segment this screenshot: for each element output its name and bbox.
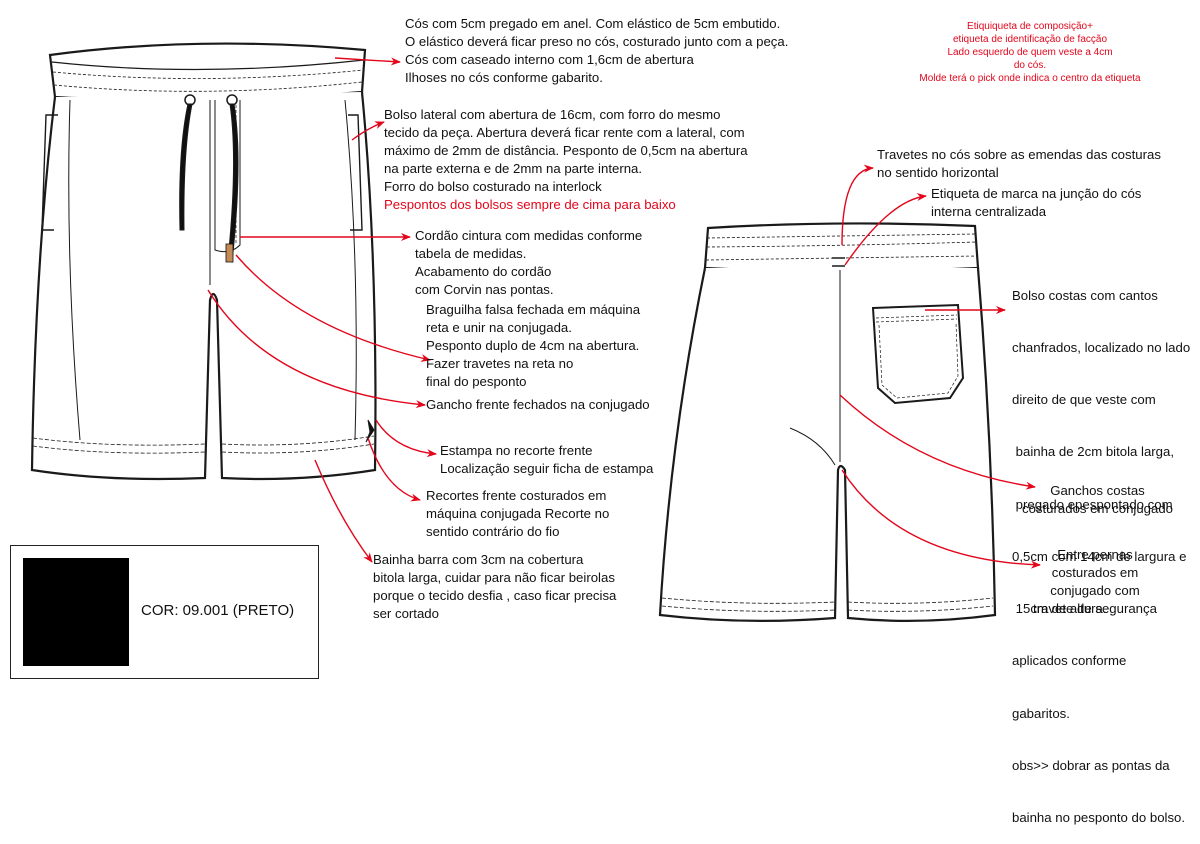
note-line: Bolso lateral com abertura de 16cm, com … bbox=[384, 107, 721, 122]
color-swatch bbox=[23, 558, 129, 666]
note-line: Etiqueta de marca na junção do cós bbox=[931, 186, 1142, 201]
note-line: gabaritos. bbox=[1012, 705, 1070, 721]
note-line: Localização seguir ficha de estampa bbox=[440, 461, 654, 476]
note-line: Etiquiqueta de composição+ bbox=[967, 21, 1093, 32]
annotation-arrows bbox=[207, 57, 1041, 569]
color-swatch-box: COR: 09.001 (PRETO) bbox=[10, 545, 319, 679]
note-brand-label: Etiqueta de marca na junção do cós inter… bbox=[931, 185, 1141, 221]
drawstring bbox=[179, 103, 193, 231]
note-warning: Pespontos dos bolsos sempre de cima para… bbox=[384, 197, 676, 212]
note-front-panels: Recortes frente costurados em máquina co… bbox=[426, 487, 609, 541]
note-line: Cós com caseado interno com 1,6cm de abe… bbox=[405, 52, 694, 67]
note-composition-label: Etiquiqueta de composição+ etiqueta de i… bbox=[915, 20, 1145, 85]
note-line: Entre pernas bbox=[1057, 547, 1133, 562]
note-line: tecido da peça. Abertura deverá ficar re… bbox=[384, 125, 745, 140]
note-line: Fazer travetes na reta no bbox=[426, 356, 574, 371]
note-line: O elástico deverá ficar preso no cós, co… bbox=[405, 34, 789, 49]
note-back-crotch: Ganchos costas costurados em conjugado bbox=[1015, 482, 1180, 518]
back-shorts bbox=[658, 222, 997, 622]
note-line: bainha de 2cm bitola larga, bbox=[1012, 444, 1175, 460]
note-line: Bainha barra com 3cm na cobertura bbox=[373, 552, 584, 567]
note-line: no sentido horizontal bbox=[877, 165, 999, 180]
note-line: Ilhoses no cós conforme gabarito. bbox=[405, 70, 603, 85]
note-line: Pesponto duplo de 4cm na abertura. bbox=[426, 338, 640, 353]
note-line: etiqueta de identificação de facção bbox=[953, 34, 1107, 45]
side-pocket-right bbox=[348, 114, 363, 231]
note-line: Travetes no cós sobre as emendas das cos… bbox=[877, 147, 1161, 162]
front-waistband bbox=[48, 42, 367, 102]
note-line: costurados em conjugado bbox=[1021, 501, 1174, 516]
note-line: costurados em bbox=[1051, 565, 1139, 580]
drawstring-tip bbox=[225, 243, 234, 263]
note-line: 15cm de altura. bbox=[1012, 601, 1107, 617]
note-line: Molde terá o pick onde indica o centro d… bbox=[919, 73, 1141, 84]
note-line: aplicados conforme bbox=[1012, 653, 1127, 669]
note-line: Estampa no recorte frente bbox=[440, 443, 593, 458]
front-body bbox=[30, 91, 377, 481]
note-line: direito de que veste com bbox=[1012, 392, 1156, 408]
note-print: Estampa no recorte frente Localização se… bbox=[440, 442, 653, 478]
note-line: na parte externa e de 2mm na parte inter… bbox=[384, 161, 643, 176]
print-mark bbox=[365, 419, 375, 443]
back-pocket bbox=[871, 303, 965, 405]
note-line: Bolso costas com cantos bbox=[1012, 287, 1158, 303]
note-line: chanfrados, localizado no lado bbox=[1012, 340, 1191, 356]
note-hem: Bainha barra com 3cm na cobertura bitola… bbox=[373, 551, 616, 623]
note-line: conjugado com bbox=[1050, 583, 1140, 598]
note-line: travete de segurança bbox=[1033, 601, 1157, 616]
note-line: do cós. bbox=[1013, 60, 1047, 71]
note-line: final do pesponto bbox=[426, 374, 527, 389]
back-waistband bbox=[703, 222, 980, 273]
note-line: com Corvin nas pontas. bbox=[415, 282, 554, 297]
note-front-crotch: Gancho frente fechados na conjugado bbox=[426, 397, 650, 412]
note-line: porque o tecido desfia , caso ficar prec… bbox=[373, 588, 617, 603]
note-line: Recortes frente costurados em bbox=[426, 488, 607, 503]
note-line: interna centralizada bbox=[931, 204, 1047, 219]
note-line: máximo de 2mm de distância. Pesponto de … bbox=[384, 143, 748, 158]
note-waistband: Cós com 5cm pregado em anel. Com elástic… bbox=[405, 15, 788, 87]
note-line: Acabamento do cordão bbox=[415, 264, 552, 279]
note-line: ser cortado bbox=[373, 606, 439, 621]
note-drawstring: Cordão cintura com medidas conforme tabe… bbox=[415, 227, 642, 299]
note-line: 0,5cm com 14cm de largura e bbox=[1012, 548, 1187, 564]
note-line: bainha no pesponto do bolso. bbox=[1012, 810, 1186, 825]
note-line: Cordão cintura com medidas conforme bbox=[415, 228, 643, 243]
note-inseam: Entre pernas costurados em conjugado com… bbox=[1020, 546, 1170, 618]
note-line: tabela de medidas. bbox=[415, 246, 527, 261]
note-line: Ganchos costas bbox=[1050, 483, 1145, 498]
note-fly: Braguilha falsa fechada em máquina reta … bbox=[426, 301, 640, 391]
note-line: pregado epespontado com bbox=[1012, 496, 1173, 512]
note-side-pocket: Bolso lateral com abertura de 16cm, com … bbox=[384, 106, 748, 214]
side-pocket-left bbox=[41, 114, 58, 231]
technical-drawing bbox=[30, 42, 1041, 622]
note-line: bitola larga, cuidar para não ficar beir… bbox=[373, 570, 615, 585]
note-line: Cós com 5cm pregado em anel. Com elástic… bbox=[405, 16, 781, 31]
note-bartacks: Travetes no cós sobre as emendas das cos… bbox=[877, 146, 1161, 182]
note-line: máquina conjugada Recorte no bbox=[426, 506, 610, 521]
note-line: Forro do bolso costurado na interlock bbox=[384, 179, 602, 194]
note-line: reta e unir na conjugada. bbox=[426, 320, 572, 335]
note-line: Braguilha falsa fechada em máquina bbox=[426, 302, 641, 317]
front-shorts bbox=[30, 42, 377, 481]
note-line: Lado esquerdo de quem veste a 4cm bbox=[947, 47, 1113, 58]
note-line: obs>> dobrar as pontas da bbox=[1012, 757, 1170, 773]
color-label: COR: 09.001 (PRETO) bbox=[141, 602, 295, 619]
note-line: sentido contrário do fio bbox=[426, 524, 560, 539]
